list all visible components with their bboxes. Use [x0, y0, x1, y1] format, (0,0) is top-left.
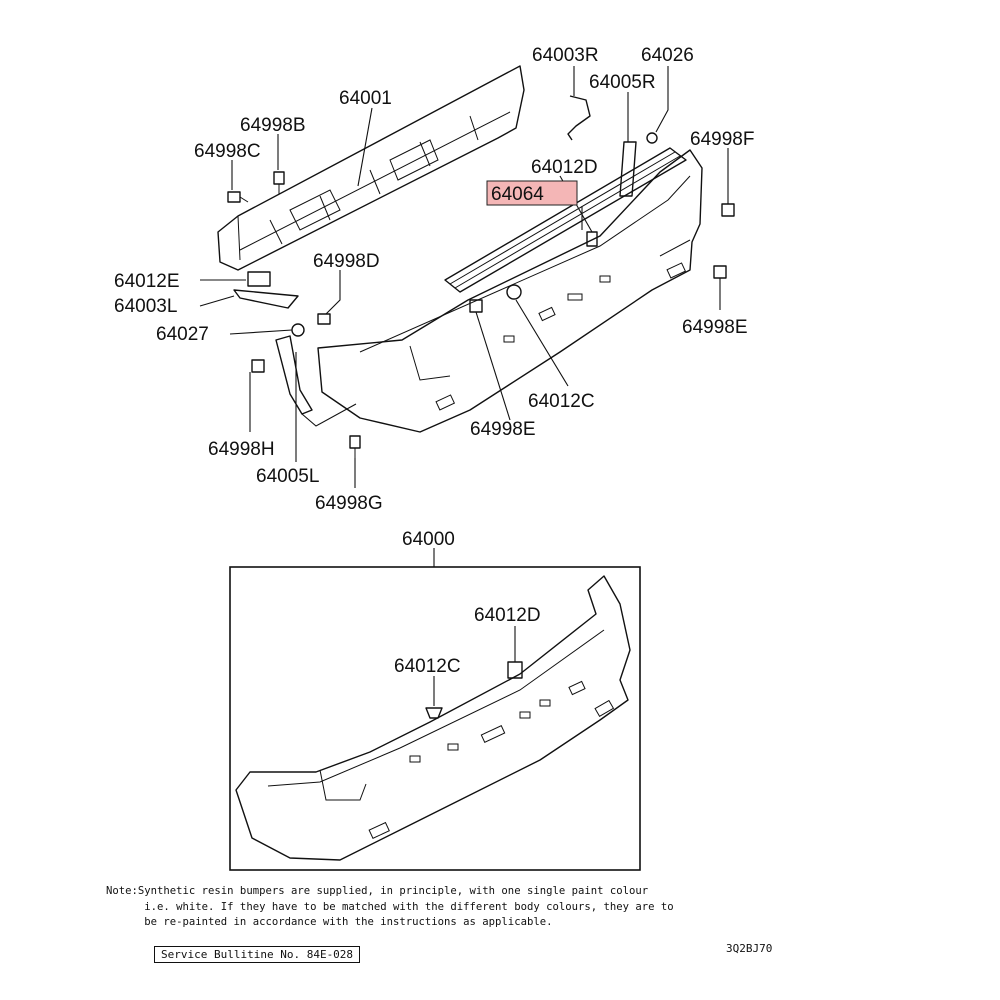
highlight-64064	[486, 180, 578, 206]
label-64012C-top: 64012C	[528, 391, 595, 412]
label-64026: 64026	[641, 45, 694, 66]
bolt-64998F	[721, 203, 735, 217]
clip-64012D-top	[586, 231, 598, 247]
label-64012D-box: 64012D	[474, 605, 541, 626]
label-64998G: 64998G	[315, 493, 383, 514]
label-64003L: 64003L	[114, 296, 177, 317]
label-64064: 64064	[491, 184, 544, 205]
label-64027: 64027	[156, 324, 209, 345]
label-64998H: 64998H	[208, 439, 275, 460]
drawing-code: 3Q2BJ70	[726, 942, 773, 955]
bumper-lower	[235, 575, 631, 861]
bumper-upper	[317, 149, 703, 433]
nut-64026	[646, 132, 658, 144]
label-64998C: 64998C	[194, 141, 261, 162]
footnote-line-3: be re-painted in accordance with the ins…	[106, 916, 553, 928]
label-64012C-box: 64012C	[394, 656, 461, 677]
clip-64012D-box	[507, 626, 523, 679]
label-64001: 64001	[339, 88, 392, 109]
label-64998E-right: 64998E	[682, 317, 748, 338]
bolt-64998B	[273, 171, 285, 194]
bolt-64998D	[317, 313, 331, 325]
bolt-64998E-mid	[469, 299, 483, 313]
label-64005L: 64005L	[256, 466, 319, 487]
bracket-64003L	[233, 289, 299, 309]
step-pad	[444, 147, 687, 293]
footnote: Note:Synthetic resin bumpers are supplie…	[106, 884, 796, 931]
footnote-line-2: i.e. white. If they have to be matched w…	[106, 900, 674, 913]
label-64003R: 64003R	[532, 45, 599, 66]
retainer-64012E	[247, 271, 271, 287]
leader-lines	[199, 66, 729, 488]
bracket-64003R	[567, 95, 591, 141]
label-64000: 64000	[402, 529, 455, 550]
part-labels: 64003R 64026 64005R 64001 64998B 64998C …	[114, 45, 754, 677]
nut-64027	[291, 323, 305, 337]
bumper-assembly-box	[229, 566, 641, 871]
label-64998F: 64998F	[690, 129, 754, 150]
spacer-64005R	[619, 141, 637, 197]
bolt-64998E-right	[713, 265, 727, 279]
label-64998B: 64998B	[240, 115, 306, 136]
label-64012D-top: 64012D	[531, 157, 598, 178]
bolt-64998C	[227, 191, 249, 203]
bolt-64998G	[349, 435, 361, 458]
label-64005R: 64005R	[589, 72, 656, 93]
label-64998D: 64998D	[313, 251, 380, 272]
clip-64012C-top	[506, 284, 522, 300]
service-bulletin-box: Service Bullitine No. 84E-028	[154, 946, 361, 963]
footnote-line-1: Note:Synthetic resin bumpers are supplie…	[106, 885, 649, 897]
bumper-reinforcement	[217, 65, 525, 271]
spacer-64005L	[275, 335, 313, 415]
label-64012E: 64012E	[114, 271, 180, 292]
label-64998E-mid: 64998E	[470, 419, 536, 440]
bolt-64998H	[251, 359, 265, 373]
clip-64012C-box	[425, 676, 443, 719]
